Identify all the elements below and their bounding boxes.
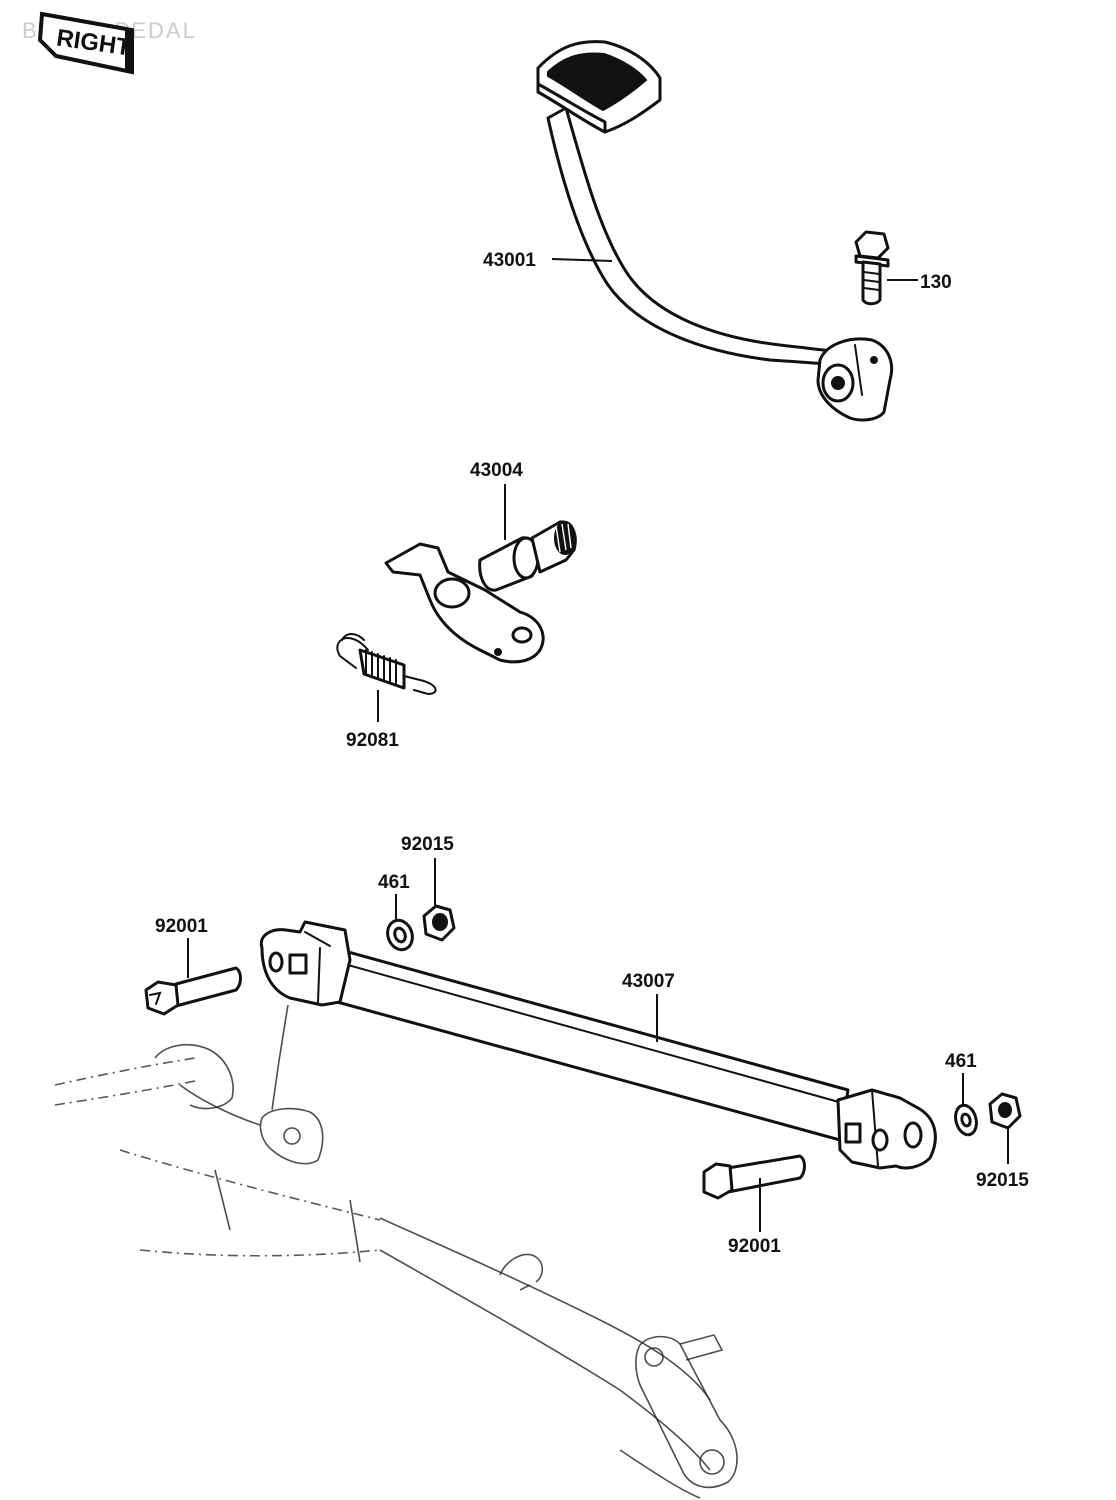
return-spring <box>336 633 437 696</box>
pedal-clamp-bolt <box>854 230 890 306</box>
brake-pedal-shaft <box>384 520 577 664</box>
label-rod: 43007 <box>622 971 675 992</box>
frame-reference-outline <box>54 1004 738 1499</box>
clevis-bolt-left <box>144 966 242 1016</box>
nut-left <box>422 904 456 942</box>
nut-right <box>988 1092 1022 1130</box>
washer-left <box>386 918 414 952</box>
leader-lines <box>187 258 1009 1232</box>
label-nut-left: 92015 <box>401 834 454 855</box>
label-bolt-left: 92001 <box>155 916 208 937</box>
brake-pedal-lever <box>536 40 894 422</box>
washer-right <box>954 1103 978 1137</box>
label-washer-left: 461 <box>378 872 410 893</box>
label-spring: 92081 <box>346 730 399 751</box>
label-brake-pedal: 43001 <box>483 250 536 271</box>
label-nut-right: 92015 <box>976 1170 1029 1191</box>
brake-rod <box>259 920 937 1170</box>
clevis-bolt-right <box>702 1154 806 1200</box>
label-pedal-bolt: 130 <box>920 272 952 293</box>
label-washer-right: 461 <box>945 1051 977 1072</box>
label-shaft: 43004 <box>470 460 523 481</box>
orientation-badge: RIGHT <box>37 11 134 75</box>
label-bolt-right: 92001 <box>728 1236 781 1257</box>
